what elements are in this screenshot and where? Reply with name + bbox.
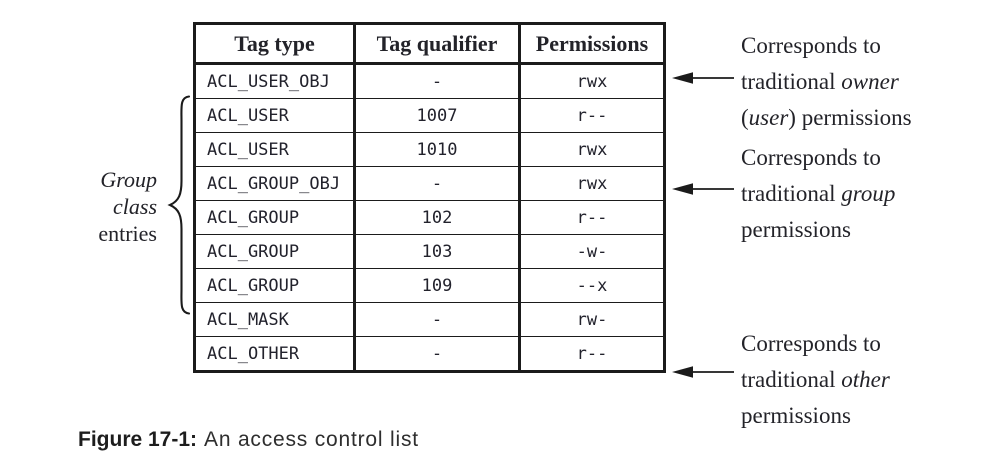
- figure-caption-label: Figure 17-1:: [78, 428, 198, 451]
- acl-table: Tag type Tag qualifier Permissions ACL_U…: [193, 22, 666, 373]
- cell-permissions: r--: [518, 98, 666, 133]
- left-arrow-icon: [672, 183, 734, 195]
- cell-qualifier: 1007: [353, 98, 521, 133]
- figure-caption: Figure 17-1: An access control list: [78, 428, 419, 452]
- annotation-line: traditional group: [741, 181, 896, 206]
- annotation-line: Corresponds to: [741, 145, 881, 170]
- table-row: ACL_USER 1007 r--: [193, 98, 666, 133]
- col-header-permissions: Permissions: [518, 22, 666, 65]
- table-header-row: Tag type Tag qualifier Permissions: [193, 22, 666, 65]
- cell-tag-type: ACL_GROUP: [193, 268, 356, 303]
- curly-brace-icon: [167, 95, 191, 315]
- cell-qualifier: 1010: [353, 132, 521, 167]
- table-row: ACL_MASK - rw-: [193, 302, 666, 337]
- table-row: ACL_GROUP_OBJ - rwx: [193, 166, 666, 201]
- cell-qualifier: -: [353, 302, 521, 337]
- group-label-line: Group: [100, 167, 157, 192]
- cell-permissions: rwx: [518, 132, 666, 167]
- annotation-line: traditional other: [741, 367, 890, 392]
- group-label-line: entries: [98, 221, 157, 246]
- cell-qualifier: 102: [353, 200, 521, 235]
- figure-caption-text: An access control list: [204, 428, 419, 451]
- group-label-line: class: [113, 194, 157, 219]
- table-row: ACL_GROUP 102 r--: [193, 200, 666, 235]
- left-arrow-icon: [672, 72, 734, 84]
- cell-permissions: -w-: [518, 234, 666, 269]
- cell-permissions: rw-: [518, 302, 666, 337]
- annotation-line: traditional owner: [741, 69, 899, 94]
- cell-permissions: rwx: [518, 166, 666, 201]
- annotation-line: Corresponds to: [741, 331, 881, 356]
- annotation-group-permissions: Corresponds to traditional group permiss…: [741, 140, 991, 248]
- left-arrow-icon: [672, 366, 734, 378]
- table-row: ACL_GROUP 103 -w-: [193, 234, 666, 269]
- cell-tag-type: ACL_USER: [193, 132, 356, 167]
- annotation-owner-permissions: Corresponds to traditional owner (user) …: [741, 28, 991, 136]
- annotation-line: permissions: [741, 403, 851, 428]
- col-header-tag-type: Tag type: [193, 22, 356, 65]
- table-row: ACL_USER 1010 rwx: [193, 132, 666, 167]
- cell-tag-type: ACL_GROUP: [193, 234, 356, 269]
- cell-permissions: r--: [518, 200, 666, 235]
- cell-qualifier: -: [353, 336, 521, 372]
- cell-tag-type: ACL_GROUP: [193, 200, 356, 235]
- cell-qualifier: 103: [353, 234, 521, 269]
- cell-qualifier: 109: [353, 268, 521, 303]
- cell-qualifier: -: [353, 166, 521, 201]
- table-row: ACL_OTHER - r--: [193, 336, 666, 372]
- cell-tag-type: ACL_OTHER: [193, 336, 356, 372]
- cell-permissions: r--: [518, 336, 666, 372]
- cell-tag-type: ACL_USER_OBJ: [193, 63, 356, 99]
- cell-permissions: --x: [518, 268, 666, 303]
- annotation-other-permissions: Corresponds to traditional other permiss…: [741, 326, 991, 434]
- cell-tag-type: ACL_GROUP_OBJ: [193, 166, 356, 201]
- annotation-line: permissions: [741, 217, 851, 242]
- cell-qualifier: -: [353, 63, 521, 99]
- cell-tag-type: ACL_USER: [193, 98, 356, 133]
- cell-tag-type: ACL_MASK: [193, 302, 356, 337]
- table-row: ACL_USER_OBJ - rwx: [193, 63, 666, 99]
- cell-permissions: rwx: [518, 63, 666, 99]
- annotation-line: Corresponds to: [741, 33, 881, 58]
- col-header-qualifier: Tag qualifier: [353, 22, 521, 65]
- annotation-line: (user) permissions: [741, 105, 912, 130]
- table-row: ACL_GROUP 109 --x: [193, 268, 666, 303]
- group-class-label: Group class entries: [58, 166, 157, 247]
